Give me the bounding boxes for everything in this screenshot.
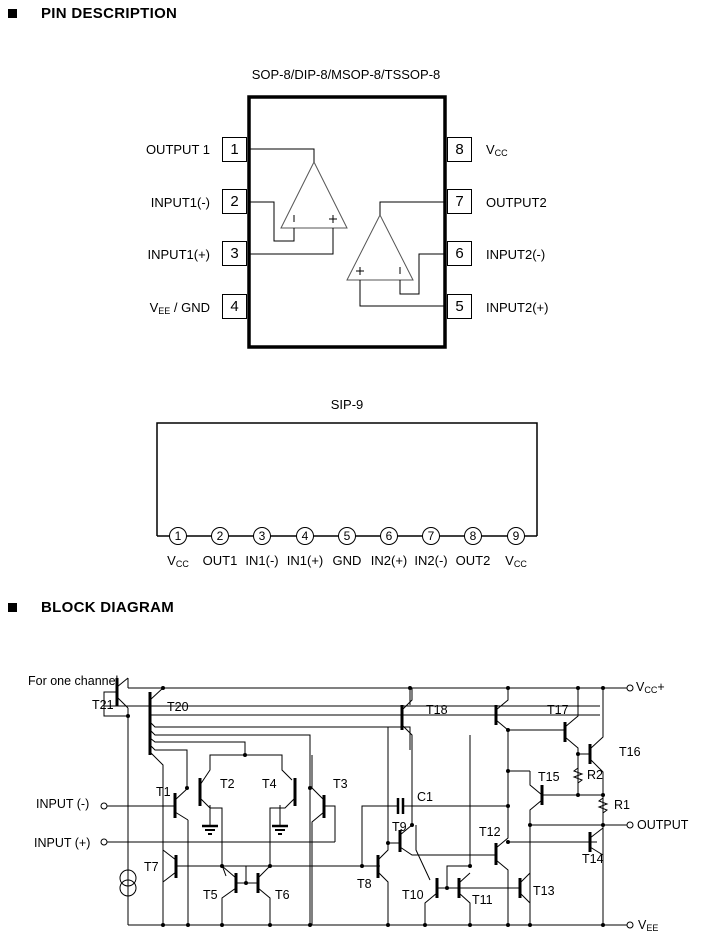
block-diagram-heading: BLOCK DIAGRAM (8, 599, 174, 616)
dip8-pin-6: 6 (447, 241, 472, 266)
dip8-pin-8-label: VCC (486, 142, 508, 158)
input-plus-terminal (100, 838, 108, 846)
dip8-pin-4: 4 (222, 294, 247, 319)
sip9-pin-2: 2 (211, 527, 229, 545)
dip8-pin-7: 7 (447, 189, 472, 214)
c1-label: C1 (417, 790, 433, 804)
sip9-pin-4: 4 (296, 527, 314, 545)
wire-in1-minus (250, 201, 295, 242)
opamp-1-symbol (280, 160, 348, 229)
sip9-pin-1-label: VCC (167, 553, 189, 569)
dip8-pin-1-label: OUTPUT 1 (145, 142, 210, 157)
transistor-t2-label: T2 (220, 777, 235, 791)
vee-label: VEE (638, 918, 659, 933)
transistor-t5-label: T5 (203, 888, 218, 902)
wire-in2-plus (359, 280, 444, 307)
transistor-t12-label: T12 (479, 825, 501, 839)
output-terminal (626, 821, 634, 829)
sip9-pin-8-label: OUT2 (455, 553, 491, 568)
wire-out2 (379, 201, 444, 215)
transistor-t14-label: T14 (582, 852, 604, 866)
transistor-t9-label: T9 (392, 820, 407, 834)
dip8-pin-6-label: INPUT2(-) (486, 247, 546, 262)
pin-description-heading: PIN DESCRIPTION (8, 5, 177, 22)
sip9-pin-3-label: IN1(-) (245, 553, 279, 568)
transistor-t15-label: T15 (538, 770, 560, 784)
r2-label: R2 (587, 768, 603, 782)
transistor-t7-label: T7 (144, 860, 159, 874)
r1-label: R1 (614, 798, 630, 812)
sip9-package-title: SIP-9 (330, 397, 364, 412)
transistor-t3-label: T3 (333, 777, 348, 791)
dip8-pin-7-label: OUTPUT2 (486, 195, 547, 210)
transistor-t18-label: T18 (426, 703, 448, 717)
transistor-t10-label: T10 (402, 888, 424, 902)
heading-text: BLOCK DIAGRAM (41, 599, 175, 616)
transistor-t21-label: T21 (92, 698, 114, 712)
heading-text: PIN DESCRIPTION (41, 5, 178, 22)
sip9-pin-1: 1 (169, 527, 187, 545)
dip8-pin-5-label: INPUT2(+) (486, 300, 549, 315)
sip9-pin-9: 9 (507, 527, 525, 545)
dip8-pin-3-label: INPUT1(+) (147, 247, 210, 262)
wire-in1-plus (250, 228, 334, 255)
dip8-pin-2-label: INPUT1(-) (150, 195, 210, 210)
bullet-icon (8, 603, 17, 612)
transistor-t1-label: T1 (156, 785, 171, 799)
sip9-pin-3: 3 (253, 527, 271, 545)
transistor-t6-label: T6 (275, 888, 290, 902)
transistor-t8-label: T8 (357, 877, 372, 891)
schematic-caption: For one channel (28, 674, 119, 688)
dip8-package-body (247, 95, 447, 349)
transistor-t4-label: T4 (262, 777, 277, 791)
input-minus-terminal (100, 802, 108, 810)
sip9-pin-2-label: OUT1 (202, 553, 238, 568)
vcc-terminal (626, 684, 634, 692)
dip8-pin-8: 8 (447, 137, 472, 162)
dip8-pin-3: 3 (222, 241, 247, 266)
wire-out1 (250, 148, 315, 162)
transistor-t17-label: T17 (547, 703, 569, 717)
sip9-pin-5: 5 (338, 527, 356, 545)
sip9-pin-4-label: IN1(+) (286, 553, 324, 568)
transistor-t11-label: T11 (472, 893, 493, 907)
sip9-pin-5-label: GND (332, 553, 362, 568)
input-minus-label: INPUT (-) (36, 797, 90, 811)
vee-terminal (626, 921, 634, 929)
dip8-pin-1: 1 (222, 137, 247, 162)
dip8-pin-5: 5 (447, 294, 472, 319)
input-plus-label: INPUT (+) (34, 836, 91, 850)
bullet-icon (8, 9, 17, 18)
dip8-package-title: SOP-8/DIP-8/MSOP-8/TSSOP-8 (251, 67, 441, 82)
dip8-pin-4-label: VEE / GND (149, 300, 210, 316)
sip9-pin-9-label: VCC (505, 553, 527, 569)
sip9-pin-8: 8 (464, 527, 482, 545)
sip9-pin-7-label: IN2(-) (414, 553, 448, 568)
dip8-pin-2: 2 (222, 189, 247, 214)
output-label: OUTPUT (637, 818, 689, 832)
transistor-t20-label: T20 (167, 700, 189, 714)
sip9-pin-7: 7 (422, 527, 440, 545)
wire-in2-minus (399, 253, 444, 295)
opamp-2-symbol (346, 213, 414, 281)
sip9-pin-6-label: IN2(+) (370, 553, 408, 568)
sip9-package-body (156, 422, 538, 536)
transistor-t16-label: T16 (619, 745, 641, 759)
vcc-label: VCC+ (636, 680, 665, 695)
transistor-t13-label: T13 (533, 884, 555, 898)
sip9-pin-6: 6 (380, 527, 398, 545)
